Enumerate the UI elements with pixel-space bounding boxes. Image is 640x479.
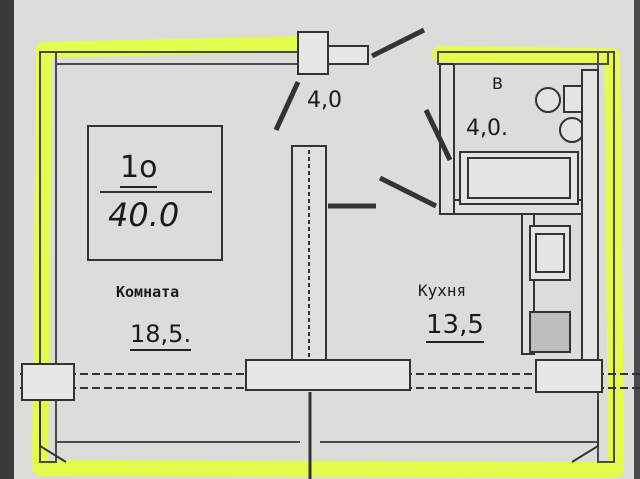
living-room-area: 18,5. (130, 320, 192, 351)
balcony-line (20, 359, 640, 479)
top-window-frame (297, 31, 329, 75)
window-right (535, 359, 603, 393)
top-window-sill (327, 45, 369, 65)
sink (559, 117, 585, 143)
kitchen-name: Кухня (418, 281, 467, 300)
living-room-name: Комната (116, 283, 180, 301)
wall-top-right (437, 51, 609, 65)
balcony-left (39, 400, 67, 463)
window-center (245, 359, 411, 391)
wall-left (39, 51, 57, 463)
photo-edge-left (0, 0, 14, 479)
kitchen-sink-inner (535, 233, 565, 273)
riser-column (581, 69, 599, 371)
stove (529, 311, 571, 353)
top-window (273, 27, 426, 132)
apartment-total-area: 40.0 (108, 196, 180, 234)
door-swing-kitchen (378, 175, 438, 209)
photo-edge-right (634, 0, 640, 479)
window-left (21, 363, 75, 401)
highlight-left-top (32, 36, 308, 468)
kitchen-area: 13,5 (426, 310, 484, 343)
hall-area: 4,0 (307, 88, 342, 113)
bath-fixtures (459, 69, 599, 371)
bathtub-inner (467, 157, 571, 199)
apartment-type: 1о (120, 150, 158, 188)
door-swing-hall (273, 80, 301, 132)
door-swing-top (370, 27, 426, 59)
toilet-tank (563, 85, 583, 113)
highlight-bottom (32, 460, 624, 478)
outer-walls (39, 51, 615, 463)
kitchen-fixtures (529, 225, 571, 353)
toilet (535, 87, 561, 113)
apartment-badge-frame (87, 125, 223, 261)
balcony-right (571, 400, 599, 463)
door-swing-bath (423, 108, 453, 162)
bathroom-area: 4,0. (466, 116, 508, 141)
bathroom-name: В (492, 74, 503, 93)
